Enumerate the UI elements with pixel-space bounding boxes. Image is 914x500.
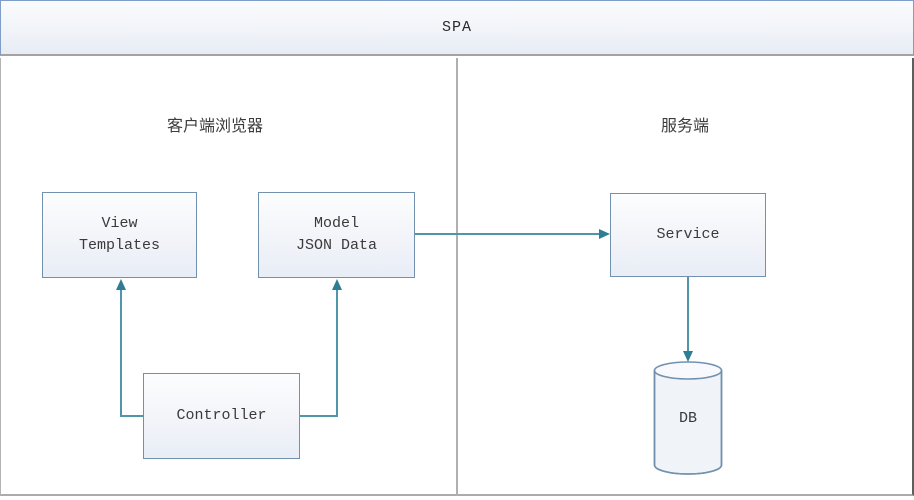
- node-service: Service: [610, 193, 766, 277]
- node-controller-label: Controller: [176, 406, 267, 424]
- node-view-templates-label: View Templates: [78, 214, 160, 255]
- node-view-templates: View Templates: [42, 192, 197, 278]
- node-service-label: Service: [656, 225, 720, 243]
- node-controller: Controller: [143, 373, 300, 459]
- db-cylinder: DB: [652, 360, 724, 477]
- section-divider: [456, 58, 458, 496]
- node-model-json-data-label: Model JSON Data: [295, 214, 377, 255]
- database-icon: [653, 361, 723, 475]
- client-section-label: 客户端浏览器: [167, 116, 264, 135]
- diagram-title: SPA: [441, 19, 472, 36]
- node-db-label: DB: [678, 410, 697, 427]
- node-model-json-data: Model JSON Data: [258, 192, 415, 278]
- title-bar: SPA: [0, 0, 914, 56]
- server-section-label: 服务端: [661, 116, 710, 135]
